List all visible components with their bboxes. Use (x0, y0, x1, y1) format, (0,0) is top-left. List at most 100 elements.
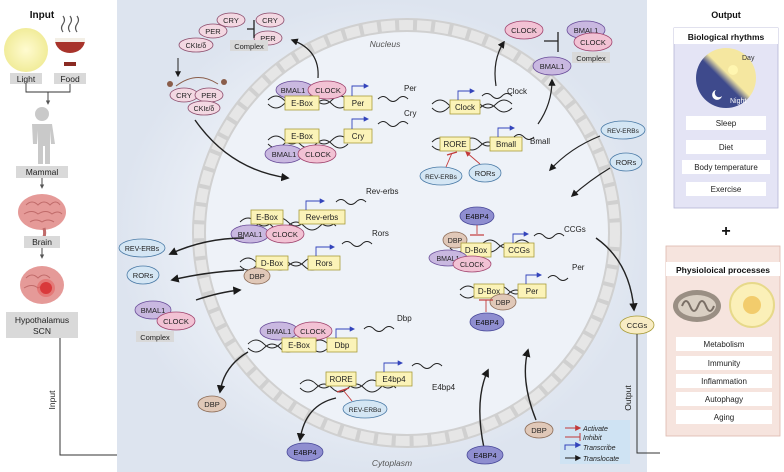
process-inflammation: Inflammation (701, 377, 747, 386)
clock-label: CLOCK (511, 26, 537, 35)
output-panel: Output Biological rhythms Day Night Slee… (660, 0, 784, 472)
rev-erba-prot-label: REV-ERBα (349, 407, 382, 414)
gene-clock-box-label: Clock (455, 103, 476, 112)
gene-ccgs-label: CCGs (564, 225, 586, 234)
cry-gene-module: E-Box Cry BMAL1 CLOCK Cry (264, 109, 416, 164)
cki-label: CKIε/δ (194, 106, 215, 113)
cell-panel: Nucleus Cytoplasm CRY PER CRY PER CKIε/δ… (117, 0, 731, 472)
rev-erbs-prot-label: REV-ERBs (125, 246, 160, 253)
gene-per-box-label: Per (526, 287, 539, 296)
ccgs-prot-label: CCGs (627, 321, 648, 330)
rors-gene-module: D-Box Rors DBP Rors (239, 229, 389, 285)
ebox-label: E-Box (256, 213, 278, 222)
cry-per-cki-phospho-complex: CRY PER CKIε/δ (167, 77, 227, 116)
rors-prot-label: RORs (475, 169, 496, 178)
light-label: Light (17, 74, 36, 84)
cry-per-complex-top: CRY PER CRY PER CKIε/δ Complex (178, 12, 285, 53)
output-title: Output (711, 10, 741, 20)
clock-label: CLOCK (580, 38, 606, 47)
ebox-label: E-Box (291, 132, 313, 141)
input-title: Input (30, 10, 55, 21)
rors-prot-label: RORs (616, 158, 637, 167)
cytoplasm-label: Cytoplasm (372, 458, 412, 468)
food-label: Food (60, 74, 80, 84)
e4bp4-label: E4BP4 (465, 212, 488, 221)
legend-transcribe: Transcribe (583, 445, 616, 452)
process-autophagy: Autophagy (705, 395, 743, 404)
gene-e4bp4-label: E4bp4 (432, 383, 456, 392)
gene-cry-box-label: Cry (352, 132, 364, 141)
dbox-label: D-Box (465, 246, 487, 255)
food-label-bg (54, 73, 86, 84)
hypothalamus-label: Hypothalamus (15, 315, 69, 325)
mammal-silhouette-icon (32, 107, 55, 164)
rore-label: RORE (443, 140, 466, 149)
hypothalamus-label-bg (6, 312, 78, 338)
rhythm-body-temperature: Body temperature (694, 163, 758, 172)
dbox-label: D-Box (478, 287, 500, 296)
physiological-processes-box: Physioloical processes Metabolism Immuni… (665, 245, 781, 437)
process-aging: Aging (714, 413, 734, 422)
dbp-label: DBP (448, 238, 463, 245)
rev-erbs-right (600, 120, 646, 140)
output-arrow-label: Output (623, 385, 633, 411)
complex-label: Complex (576, 54, 606, 63)
brain-label-bg (24, 236, 60, 248)
bmal1-clock-left-complex: BMAL1 CLOCK Complex (134, 300, 196, 342)
rhythm-diet: Diet (719, 143, 734, 152)
bmal1-label: BMAL1 (238, 230, 263, 239)
clock-label: CLOCK (300, 327, 326, 336)
gene-per-label: Per (404, 84, 417, 93)
gene-rors-box-label: Rors (316, 259, 333, 268)
gene-bmal-label: Bmall (530, 137, 550, 146)
nucleus-label: Nucleus (370, 39, 401, 49)
rhythm-sleep: Sleep (716, 119, 737, 128)
brain-label: Brain (32, 237, 52, 247)
rev-erbs-left (118, 238, 166, 258)
legend-translocate: Translocate (583, 456, 619, 463)
dbp-label: DBP (496, 300, 511, 307)
rhythm-exercise: Exercise (711, 185, 742, 194)
gene-clock-label: Clock (507, 87, 528, 96)
rors-right (609, 152, 643, 172)
input-arrow-label: Input (47, 390, 57, 410)
cry-label: CRY (262, 16, 278, 25)
per-gene-module: BMAL1 CLOCK E-Box Per Per (267, 80, 417, 111)
gene-per-box-label: Per (352, 99, 365, 108)
per-label: PER (260, 34, 276, 43)
rors-left (126, 265, 160, 285)
gene-dbp-label: Dbp (397, 314, 412, 323)
light-label-bg (10, 73, 42, 84)
scn-label: SCN (33, 326, 51, 336)
e4bp4-bottom-right (466, 445, 504, 465)
bmal1-label: BMAL1 (574, 26, 599, 35)
dbp-label: DBP (204, 400, 219, 409)
gene-reverbs-box-label: Rev-erbs (306, 213, 338, 222)
bmal1-label: BMAL1 (281, 86, 306, 95)
ebox-label: E-Box (291, 99, 313, 108)
light-sun-icon (4, 28, 48, 72)
clock-label: CLOCK (163, 317, 189, 326)
input-panel: Input Light Food Mammal (0, 0, 144, 472)
dbp-bottom-right (524, 421, 554, 439)
gene-rors-label: Rors (372, 229, 389, 238)
gene-cry-label: Cry (404, 109, 416, 118)
cell-icon (729, 282, 775, 328)
food-bowl-icon (55, 15, 85, 66)
clock-bmal1-complex-top-right: CLOCK BMAL1 BMAL1 CLOCK Complex (504, 20, 613, 76)
rev-erbs-prot-label: REV-ERBs (425, 174, 458, 181)
dbox-label: D-Box (261, 259, 283, 268)
dbp-label: DBP (531, 426, 546, 435)
per-label: PER (205, 27, 221, 36)
gene-per-label: Per (572, 263, 585, 272)
clock-label: CLOCK (315, 86, 341, 95)
legend: Activate Inhibit Transcribe Translocate (560, 420, 630, 464)
e4bp4-label: E4BP4 (473, 451, 496, 460)
mitochondrion-icon (673, 290, 721, 322)
clock-gene-module: Clock Clock (431, 87, 528, 115)
bmal1-label: BMAL1 (141, 306, 166, 315)
day-label: Day (742, 55, 755, 62)
e4bp4-gene-module: RORE E4bp4 E4bp4 REV-ERBα (299, 360, 456, 419)
day-night-icon: Day Night (696, 48, 756, 108)
